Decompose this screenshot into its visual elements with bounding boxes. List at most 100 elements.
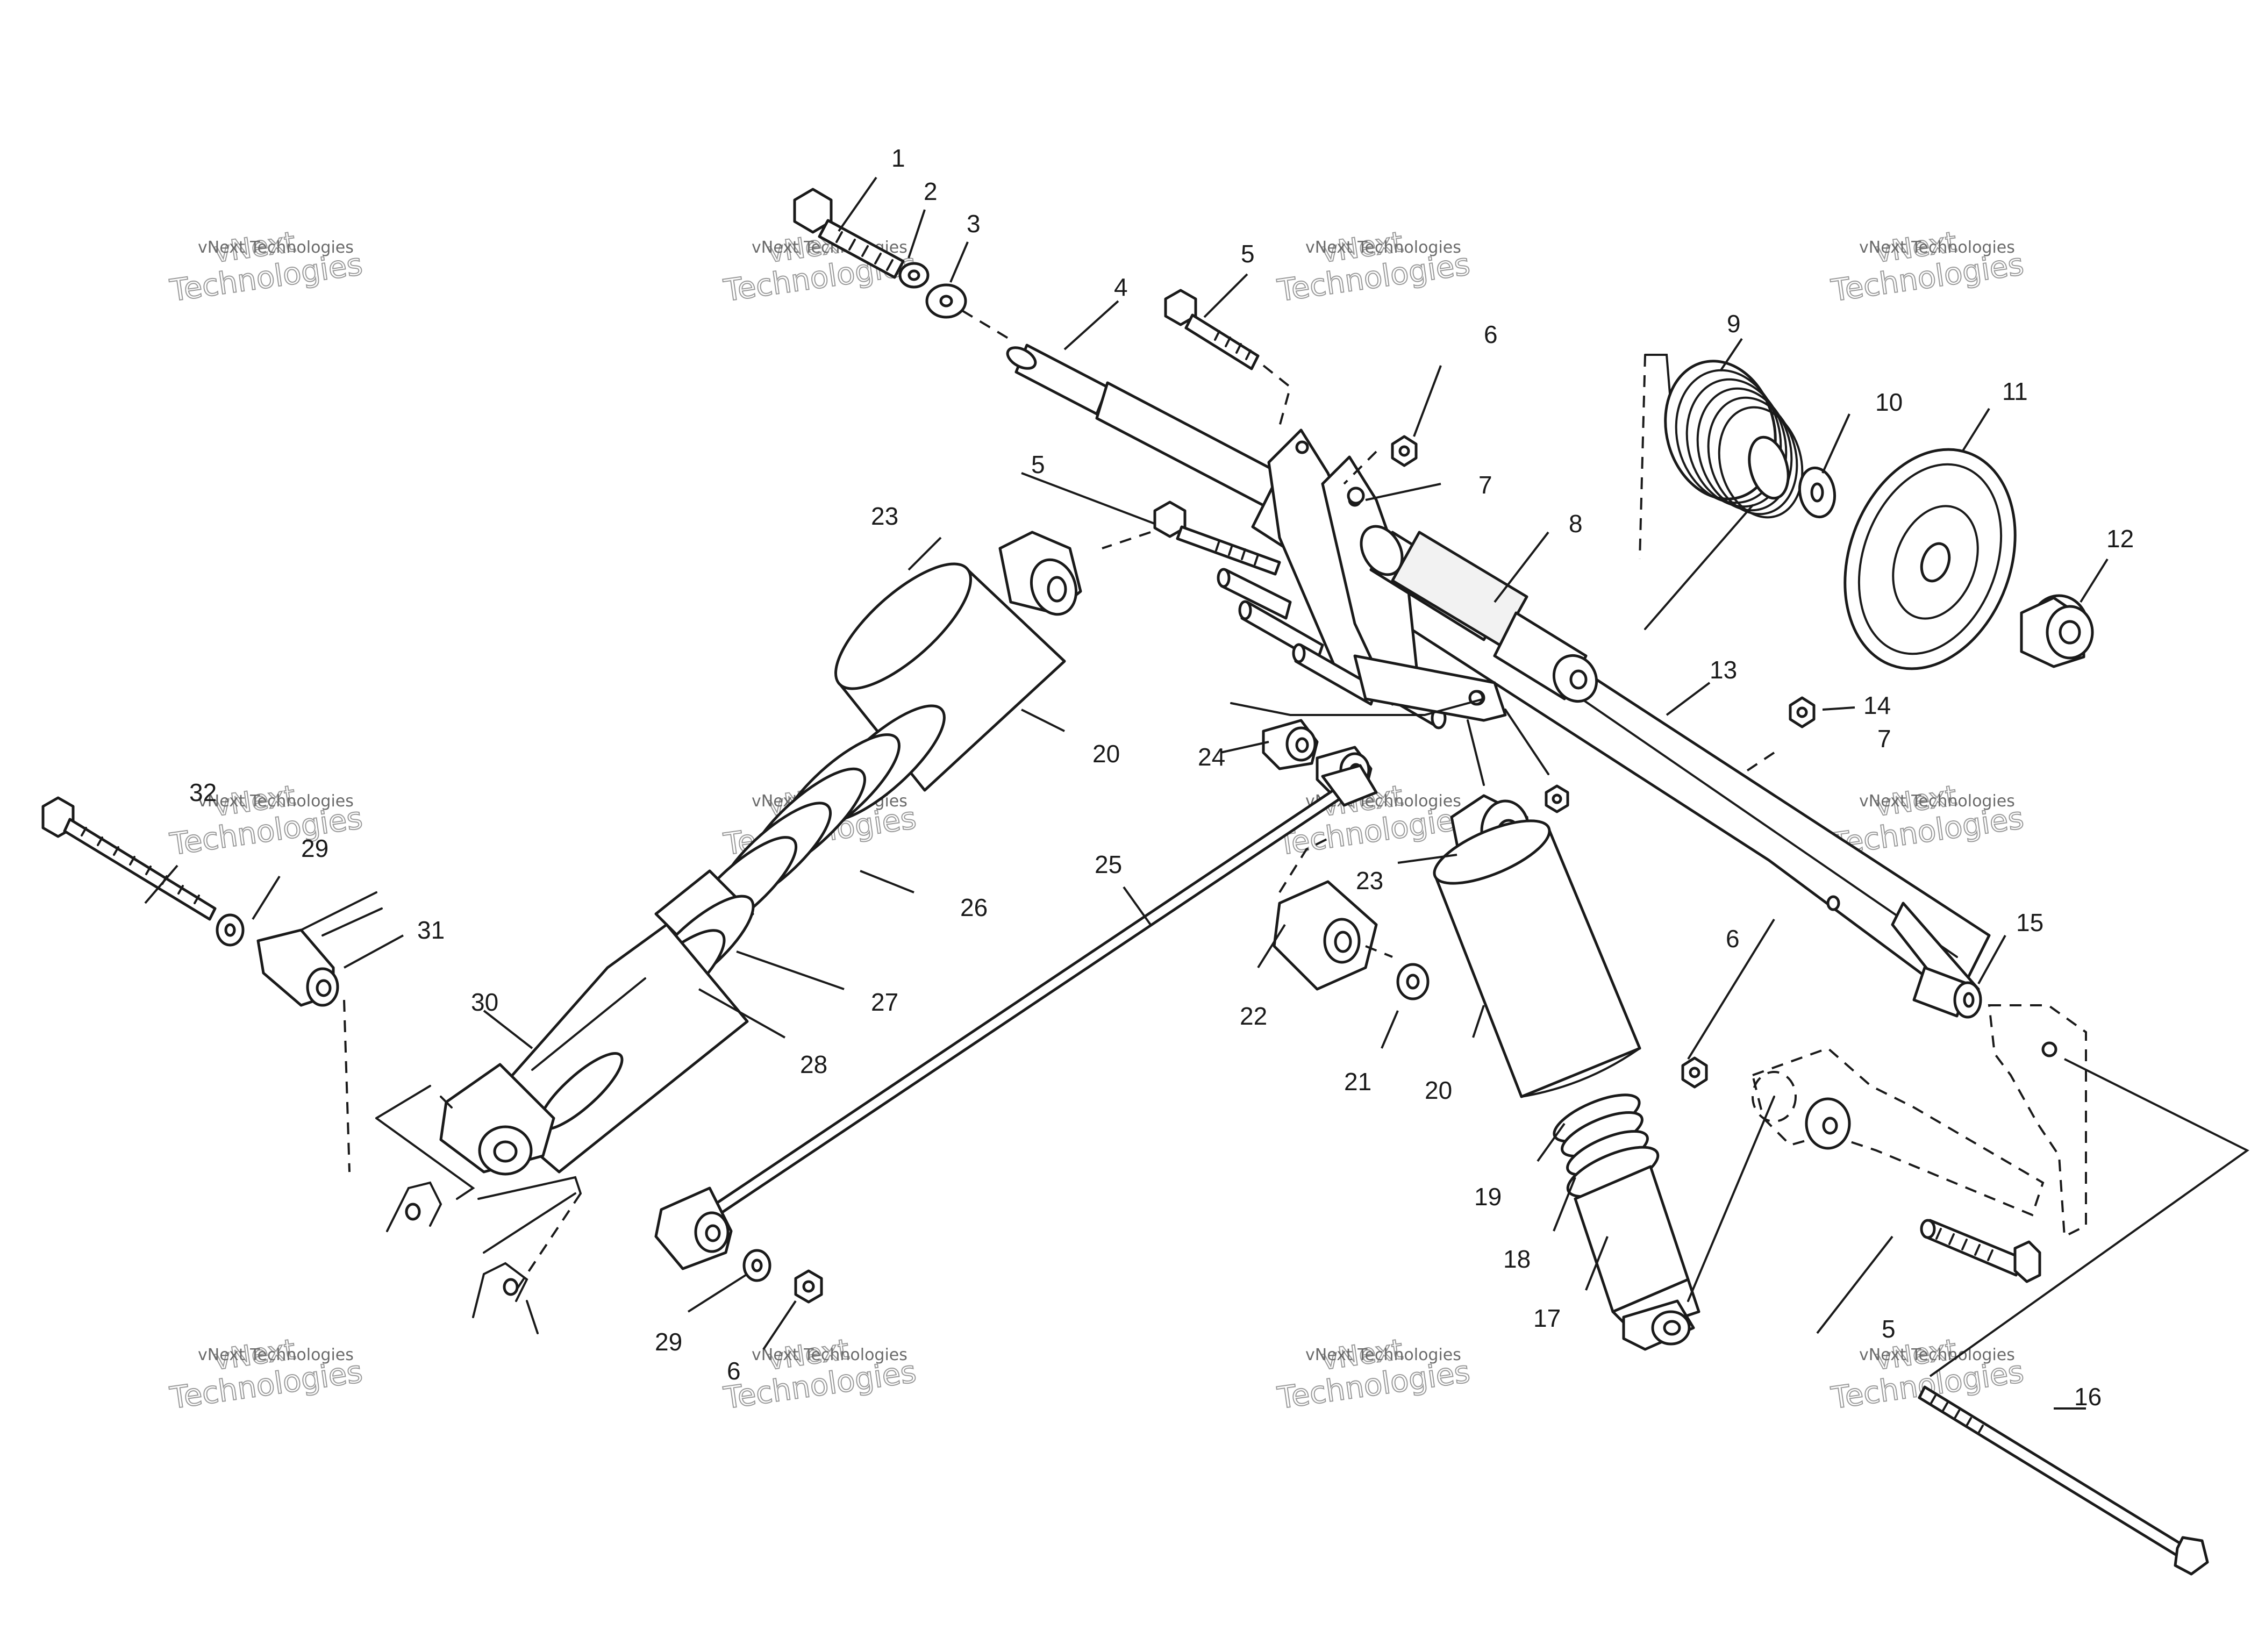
callout-labels: 1 2 3 4 5 6 7 5 8 9 10 11 12 13 14 7 15 … [189, 144, 2134, 1411]
bushing-22 [1273, 880, 1378, 991]
callout-10: 10 [1875, 388, 1903, 416]
assembly-line [1343, 450, 1377, 485]
watermark: vNext Technologies [1275, 1333, 1473, 1417]
callout-27: 27 [871, 988, 898, 1016]
watermark: vNext Technologies [167, 225, 365, 309]
assembly-line [961, 310, 1012, 341]
callout-30: 30 [471, 988, 498, 1016]
lower-brackets-left [375, 1085, 582, 1334]
nut-7-upper [1347, 487, 1365, 505]
callout-14: 14 [1863, 691, 1891, 719]
nut-6-right [1681, 1056, 1708, 1089]
callout-5: 5 [1882, 1315, 1896, 1343]
washer-2 [898, 262, 930, 289]
assembly-line [300, 891, 383, 936]
watermark-small: vNext Technologies [198, 1346, 354, 1364]
callout-9: 9 [1727, 310, 1741, 338]
callout-1: 1 [891, 144, 905, 172]
assembly-line [1929, 1058, 2249, 1377]
shock-absorber-left [439, 531, 1082, 1176]
nut-6-mid [1545, 784, 1569, 813]
callout-20: 20 [1425, 1076, 1452, 1104]
callout-8: 8 [1569, 510, 1583, 538]
watermark-small: vNext Technologies [198, 238, 354, 257]
bushing-24a [1262, 719, 1319, 770]
bolt-32 [41, 796, 217, 921]
pin-15 [1912, 966, 1982, 1019]
assembly-line [1365, 945, 1393, 958]
idler-wheel-11 [1843, 448, 2017, 670]
callout-28: 28 [800, 1050, 827, 1078]
assembly-line [1102, 531, 1151, 549]
callout-12: 12 [2106, 525, 2134, 553]
washer-21 [1396, 963, 1430, 1000]
rod-25 [654, 764, 1378, 1270]
roller-8 [1360, 525, 1598, 703]
watermark: vNext Technologies [721, 1333, 919, 1417]
callout-29: 29 [655, 1328, 682, 1356]
callout-4: 4 [1114, 273, 1128, 301]
nut-6-lower [794, 1269, 823, 1304]
callout-13: 13 [1710, 656, 1737, 684]
washer-29-upper [216, 913, 245, 947]
nut-14 [1789, 696, 1816, 728]
watermark-small: vNext Technologies [1305, 1346, 1461, 1364]
callout-22: 22 [1240, 1002, 1267, 1030]
watermark: vNext Technologies [1828, 225, 2026, 309]
callout-17: 17 [1533, 1304, 1561, 1332]
callout-18: 18 [1503, 1245, 1531, 1273]
watermark: vNext Technologies [167, 1333, 365, 1417]
callout-23: 23 [871, 502, 898, 530]
callout-leaders [144, 176, 2109, 1410]
callout-5: 5 [1031, 450, 1045, 478]
callout-25: 25 [1095, 850, 1122, 878]
callout-23: 23 [1356, 867, 1383, 895]
assembly-line [1467, 719, 1485, 786]
assembly-line [1262, 364, 1292, 431]
watermark-small: vNext Technologies [1859, 238, 2015, 257]
callout-2: 2 [924, 177, 938, 205]
bolt-16 [1918, 1385, 2209, 1576]
assembly-line [1741, 752, 1775, 775]
callout-11: 11 [2002, 377, 2028, 405]
washer-10 [1798, 466, 1837, 519]
washer-29-lower [742, 1249, 771, 1282]
assembly-line [1687, 1096, 1775, 1302]
watermark-small: vNext Technologies [1859, 792, 2015, 811]
callout-5: 5 [1241, 240, 1255, 268]
washer-3 [925, 283, 967, 319]
assembly-line [343, 999, 351, 1172]
bolt-5-middle [1153, 500, 1281, 576]
shock-absorber-right [1433, 794, 1700, 1351]
bolt-1 [793, 188, 905, 279]
watermark-small: vNext Technologies [1859, 1346, 2015, 1364]
assembly-line [1504, 709, 1549, 775]
callout-21: 21 [1344, 1068, 1371, 1096]
nut-6-upper [1391, 435, 1418, 467]
watermark: vNext Technologies [1275, 225, 1473, 309]
watermark-small: vNext Technologies [198, 792, 354, 811]
torsion-spring-9 [1639, 354, 1804, 630]
callout-6: 6 [727, 1357, 741, 1385]
bushing-31 [256, 928, 339, 1007]
callout-32: 32 [189, 778, 217, 806]
callout-3: 3 [967, 210, 981, 238]
callout-6: 6 [1484, 320, 1498, 348]
callout-7: 7 [1478, 471, 1492, 499]
watermark-small: vNext Technologies [1305, 238, 1461, 257]
callout-24: 24 [1198, 743, 1225, 771]
callout-7: 7 [1877, 725, 1891, 753]
watermark-small: vNext Technologies [752, 1346, 908, 1364]
callout-16: 16 [2074, 1383, 2102, 1411]
callout-26: 26 [960, 893, 988, 921]
callout-6: 6 [1726, 925, 1740, 953]
callout-15: 15 [2016, 909, 2043, 936]
callout-20: 20 [1092, 740, 1120, 768]
callout-29: 29 [301, 834, 328, 862]
callout-19: 19 [1474, 1183, 1502, 1211]
assembly-line [1278, 838, 1328, 893]
assembly-line [1230, 698, 1485, 716]
bolt-5-top [1164, 289, 1260, 370]
rear-bracket [1751, 1004, 2087, 1239]
